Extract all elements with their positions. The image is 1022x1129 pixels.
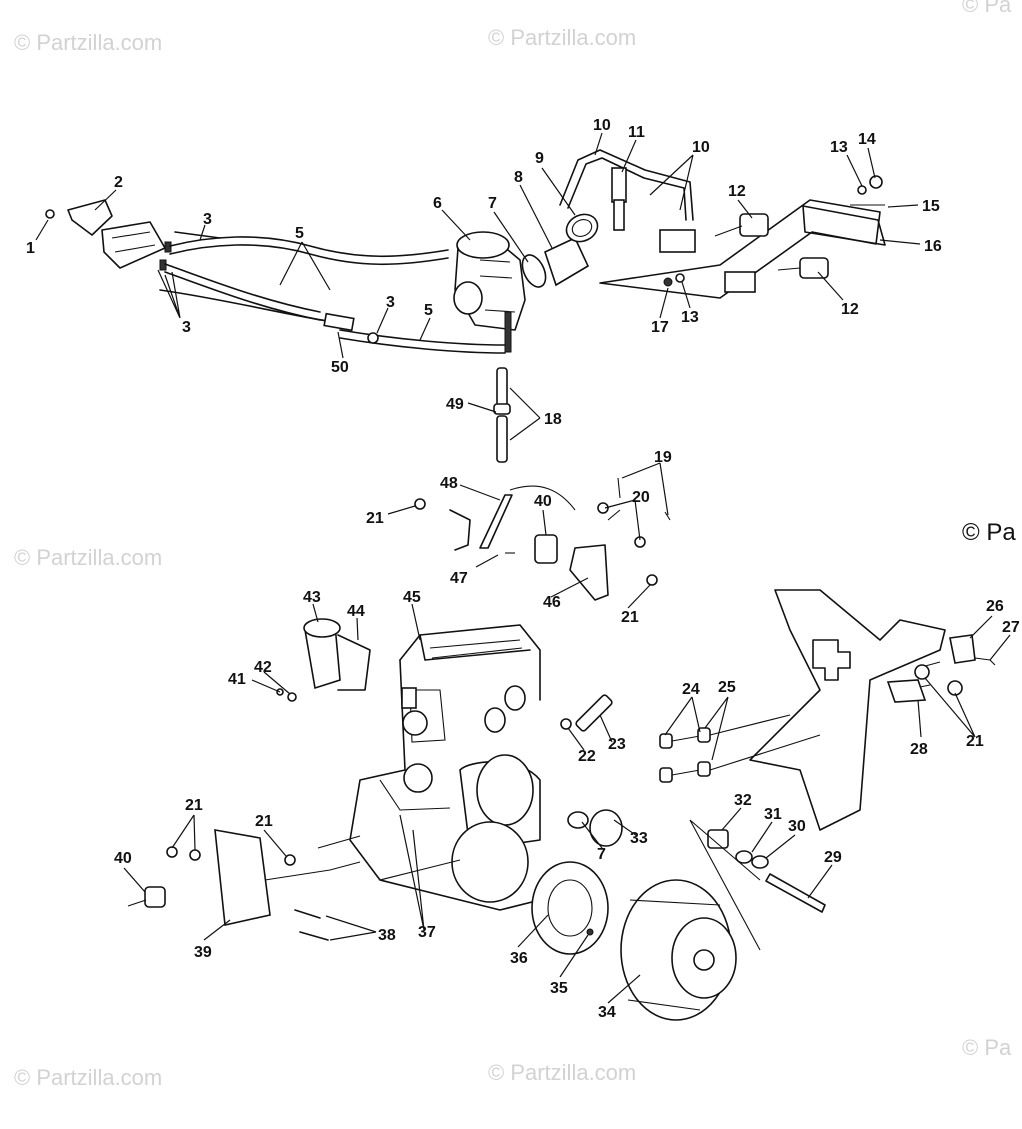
intake-boots <box>521 213 599 288</box>
callout-label: 12 <box>728 183 746 200</box>
callout-label: 5 <box>424 302 433 319</box>
callout-label: 32 <box>734 792 752 809</box>
frame <box>749 589 996 831</box>
watermark: © Pa <box>962 519 1016 546</box>
front-engine-mount <box>127 829 361 941</box>
carburetor <box>453 231 526 463</box>
watermark: © Partzilla.com <box>14 545 162 570</box>
callout-label: 7 <box>597 846 606 863</box>
callout-label: 45 <box>403 589 421 606</box>
callout-label: 13 <box>681 309 699 326</box>
callout-label: 1 <box>26 240 35 257</box>
thermostat-housing <box>276 618 371 702</box>
callout-label: 23 <box>608 736 626 753</box>
watermark: © Partzilla.com <box>488 1060 636 1085</box>
callout-label: 40 <box>534 493 552 510</box>
watermark: © Pa <box>962 1035 1012 1060</box>
callout-label: 30 <box>788 818 806 835</box>
callout-label: 43 <box>303 589 321 606</box>
callout-label: 3 <box>182 319 191 336</box>
callout-label: 41 <box>228 671 246 688</box>
callout-label: 19 <box>654 449 672 466</box>
callout-label: 33 <box>630 830 648 847</box>
vent-hoses <box>559 149 694 231</box>
callout-label: 21 <box>966 733 984 750</box>
callout-label: 16 <box>924 238 942 255</box>
callout-label: 34 <box>598 1004 616 1021</box>
callout-label: 3 <box>386 294 395 311</box>
watermark: © Partzilla.com <box>488 25 636 50</box>
callout-label: 29 <box>824 849 842 866</box>
callout-label: 9 <box>535 150 544 167</box>
watermarks: © Partzilla.com © Partzilla.com © Pa © P… <box>14 0 1016 1090</box>
watermark: © Partzilla.com <box>14 30 162 55</box>
callout-label: 25 <box>718 679 736 696</box>
callout-label: 21 <box>255 813 273 830</box>
callout-label: 46 <box>543 594 561 611</box>
callout-label: 48 <box>440 475 458 492</box>
callout-label: 40 <box>114 850 132 867</box>
starter-and-fittings <box>560 694 623 847</box>
fuel-pump <box>45 199 172 271</box>
callout-label: 47 <box>450 570 468 587</box>
callout-label: 10 <box>692 139 710 156</box>
stator-cover <box>531 861 609 955</box>
callout-label: 42 <box>254 659 272 676</box>
leader-lines <box>35 132 1011 1004</box>
callout-label: 21 <box>621 609 639 626</box>
callout-label: 27 <box>1002 619 1020 636</box>
callout-label: 26 <box>986 598 1004 615</box>
callout-label: 44 <box>347 603 365 620</box>
callout-label: 12 <box>841 301 859 318</box>
callout-label: 18 <box>544 411 562 428</box>
callout-label: 38 <box>378 927 396 944</box>
callout-labels: 1 2 3 3 3 4 5 5 50 6 7 8 9 10 11 10 12 1… <box>26 117 1020 1021</box>
mount-studs <box>659 714 821 783</box>
callout-label: 3 <box>203 211 212 228</box>
callout-label: 31 <box>764 806 782 823</box>
watermark: © Pa <box>962 0 1012 17</box>
callout-label: 10 <box>593 117 611 134</box>
callout-label: 49 <box>446 396 464 413</box>
engine-mount-top-right <box>599 175 886 299</box>
callout-label: 8 <box>514 169 523 186</box>
engine-block <box>349 624 541 911</box>
fuel-lines <box>159 231 506 354</box>
torque-stop-bracket <box>414 477 671 601</box>
callout-label: 39 <box>194 944 212 961</box>
callout-label: 21 <box>185 797 203 814</box>
callout-label: 5 <box>295 225 304 242</box>
primary-clutch-hardware <box>689 819 826 951</box>
callout-label: 50 <box>331 359 349 376</box>
callout-label: 35 <box>550 980 568 997</box>
callout-label: 11 <box>628 124 645 141</box>
callout-label: 7 <box>488 195 497 212</box>
callout-label: 17 <box>651 319 669 336</box>
watermark: © Partzilla.com <box>14 1065 162 1090</box>
callout-label: 14 <box>858 131 876 148</box>
callout-label: 15 <box>922 198 940 215</box>
primary-clutch <box>620 879 737 1021</box>
callout-label: 6 <box>433 195 442 212</box>
callout-label: 20 <box>632 489 650 506</box>
callout-label: 13 <box>830 139 848 156</box>
callout-label: 21 <box>366 510 384 527</box>
callout-label: 2 <box>114 174 123 191</box>
callout-label: 37 <box>418 924 436 941</box>
callout-label: 28 <box>910 741 928 758</box>
callout-label: 24 <box>682 681 700 698</box>
callout-label: 22 <box>578 748 596 765</box>
callout-label: 36 <box>510 950 528 967</box>
